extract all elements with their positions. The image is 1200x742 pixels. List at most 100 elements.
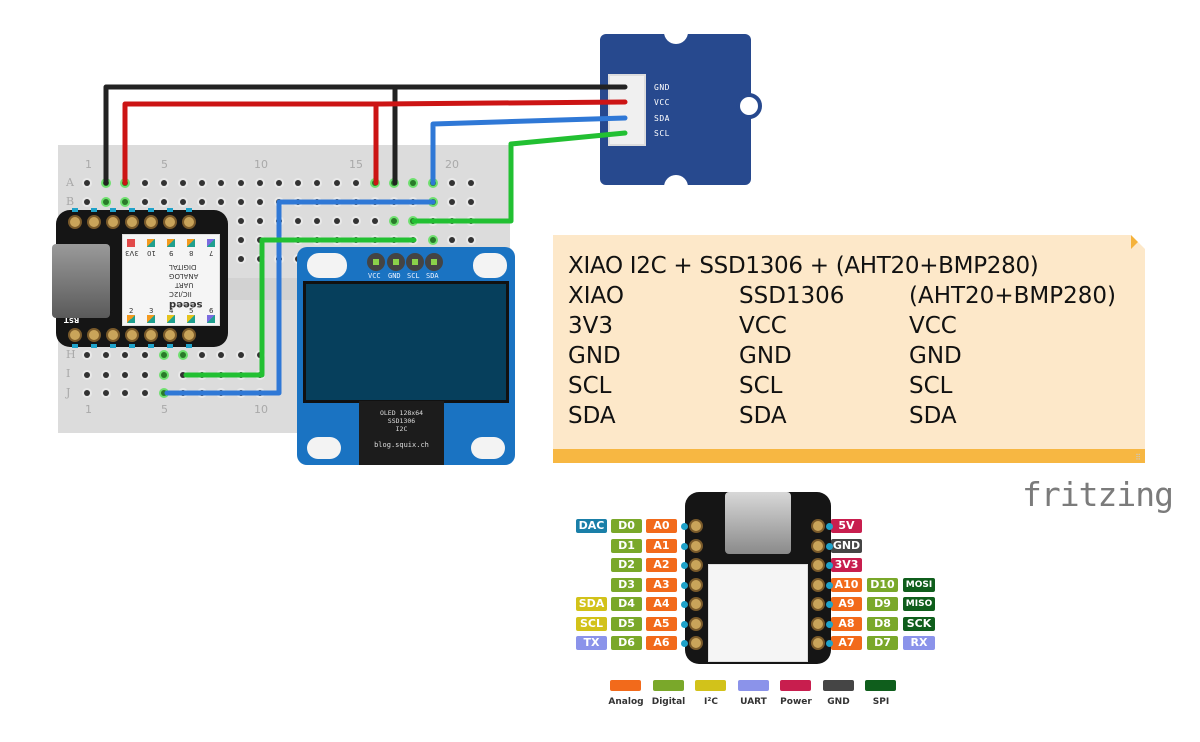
xiao-pin-pad[interactable] (87, 215, 101, 229)
breadboard-hole[interactable] (103, 372, 110, 378)
xiao-pin-pad[interactable] (106, 328, 120, 342)
breadboard-hole[interactable] (160, 180, 167, 186)
breadboard-hole[interactable] (256, 390, 263, 396)
oled-pin-sda[interactable] (425, 253, 443, 271)
breadboard-hole[interactable] (160, 372, 167, 378)
breadboard-hole[interactable] (84, 372, 90, 378)
breadboard-hole[interactable] (256, 352, 263, 358)
breadboard-hole[interactable] (448, 180, 455, 186)
breadboard-hole[interactable] (122, 372, 129, 378)
breadboard-hole[interactable] (141, 199, 148, 205)
breadboard-hole[interactable] (256, 199, 263, 205)
breadboard-hole[interactable] (103, 199, 110, 205)
breadboard-hole[interactable] (333, 199, 340, 205)
breadboard-hole[interactable] (352, 237, 359, 243)
breadboard-hole[interactable] (122, 199, 129, 205)
breadboard-hole[interactable] (352, 180, 359, 186)
xiao-pin-pad[interactable] (87, 328, 101, 342)
breadboard-hole[interactable] (180, 352, 186, 358)
breadboard-hole[interactable] (141, 372, 148, 378)
breadboard-hole[interactable] (468, 199, 474, 205)
breadboard-hole[interactable] (256, 256, 263, 262)
breadboard-hole[interactable] (333, 218, 340, 224)
oled-ssd1306-display[interactable]: VCC GND SCL SDA OLED 128x64 SSD1306 I2C … (297, 247, 515, 465)
breadboard-hole[interactable] (160, 199, 167, 205)
wiring-note[interactable]: XIAO I2C + SSD1306 + (AHT20+BMP280) XIAO… (553, 235, 1145, 463)
breadboard-hole[interactable] (237, 372, 244, 378)
breadboard-hole[interactable] (103, 352, 110, 358)
breadboard-hole[interactable] (141, 390, 148, 396)
xiao-board[interactable]: 3V3 10 9 8 7 DIGITAL ANALOG UART IIC/I2C… (52, 208, 228, 348)
xiao-pin-pad[interactable] (182, 215, 196, 229)
breadboard-hole[interactable] (237, 390, 244, 396)
xiao-pin-pad[interactable] (125, 215, 139, 229)
xiao-pin-pad[interactable] (163, 215, 177, 229)
xiao-pin-pad[interactable] (106, 215, 120, 229)
breadboard-hole[interactable] (237, 180, 244, 186)
aht20-bmp280-sensor[interactable]: GND VCC SDA SCL (600, 20, 762, 199)
breadboard-hole[interactable] (237, 352, 244, 358)
breadboard-hole[interactable] (372, 180, 378, 186)
breadboard-hole[interactable] (84, 390, 90, 396)
breadboard-hole[interactable] (84, 352, 90, 358)
breadboard-hole[interactable] (103, 390, 110, 396)
breadboard-hole[interactable] (333, 237, 340, 243)
breadboard-hole[interactable] (237, 237, 244, 243)
oled-pin-gnd[interactable] (387, 253, 405, 271)
breadboard-hole[interactable] (352, 218, 359, 224)
breadboard-hole[interactable] (276, 256, 282, 262)
oled-pin-scl[interactable] (406, 253, 424, 271)
breadboard-hole[interactable] (84, 180, 90, 186)
legend-label: UART (740, 697, 767, 707)
breadboard-hole[interactable] (122, 352, 129, 358)
breadboard-hole[interactable] (372, 218, 378, 224)
breadboard-hole[interactable] (372, 199, 378, 205)
breadboard-hole[interactable] (448, 199, 455, 205)
breadboard-hole[interactable] (256, 218, 263, 224)
xiao-pin-pad[interactable] (144, 215, 158, 229)
breadboard-hole[interactable] (180, 372, 186, 378)
breadboard-hole[interactable] (468, 180, 474, 186)
breadboard-hole[interactable] (180, 180, 186, 186)
breadboard-hole[interactable] (180, 199, 186, 205)
breadboard-hole[interactable] (333, 180, 340, 186)
breadboard-hole[interactable] (429, 218, 436, 224)
breadboard-hole[interactable] (141, 180, 148, 186)
pin-dot (826, 640, 833, 647)
breadboard-hole[interactable] (237, 199, 244, 205)
breadboard-hole[interactable] (256, 372, 263, 378)
resize-grip-icon[interactable]: ⠿ (1135, 453, 1141, 462)
breadboard-hole[interactable] (122, 390, 129, 396)
xiao-pin-pad[interactable] (144, 328, 158, 342)
breadboard-hole[interactable] (468, 218, 474, 224)
oled-pin-vcc[interactable] (367, 253, 385, 271)
breadboard-hole[interactable] (276, 218, 282, 224)
breadboard-hole[interactable] (276, 237, 282, 243)
breadboard-hole[interactable] (448, 218, 455, 224)
breadboard-hole[interactable] (256, 180, 263, 186)
breadboard-hole[interactable] (276, 199, 282, 205)
breadboard-hole[interactable] (448, 237, 455, 243)
breadboard-hole[interactable] (429, 199, 436, 205)
breadboard-hole[interactable] (237, 256, 244, 262)
xiao-pin-pad[interactable] (68, 215, 82, 229)
breadboard-hole[interactable] (468, 237, 474, 243)
breadboard-hole[interactable] (276, 180, 282, 186)
breadboard-hole[interactable] (160, 390, 167, 396)
legend-swatch (780, 680, 811, 691)
breadboard-hole[interactable] (141, 352, 148, 358)
breadboard-hole[interactable] (180, 390, 186, 396)
xiao-pin-pad[interactable] (182, 328, 196, 342)
breadboard-hole[interactable] (429, 237, 436, 243)
breadboard-hole[interactable] (372, 237, 378, 243)
breadboard-hole[interactable] (84, 199, 90, 205)
breadboard-hole[interactable] (352, 199, 359, 205)
breadboard-hole[interactable] (160, 352, 167, 358)
pin-dot (681, 523, 688, 530)
breadboard-hole[interactable] (429, 180, 436, 186)
breadboard-hole[interactable] (256, 237, 263, 243)
xiao-pin-pad[interactable] (68, 328, 82, 342)
breadboard-hole[interactable] (237, 218, 244, 224)
xiao-pin-pad[interactable] (125, 328, 139, 342)
xiao-pin-pad[interactable] (163, 328, 177, 342)
